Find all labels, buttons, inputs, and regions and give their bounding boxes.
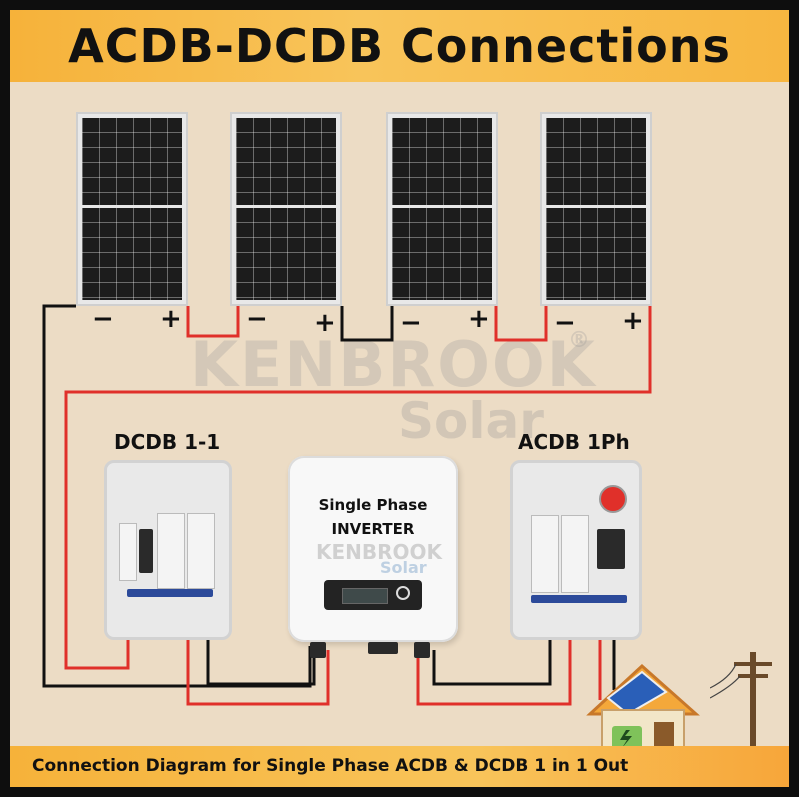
footer-caption: Connection Diagram for Single Phase ACDB… — [32, 756, 629, 776]
acdb-indicator-lamp — [599, 485, 627, 513]
wire-dcdb-out-neg — [206, 620, 316, 686]
watermark-registered: ® — [568, 328, 590, 353]
panel-4-positive: + — [622, 306, 644, 336]
dcdb-terminal-block — [139, 529, 153, 573]
inverter-button — [396, 586, 410, 600]
panel-2-positive: + — [314, 308, 336, 338]
inverter-title-line2: INVERTER — [331, 520, 415, 538]
wiring-svg — [42, 304, 652, 706]
dcdb-enclosure — [104, 460, 232, 640]
panel-cells — [236, 118, 336, 300]
wire-link-3-4 — [494, 306, 548, 342]
dcdb-mcb — [187, 513, 215, 589]
inverter-mid-connector — [368, 642, 398, 654]
wire-negative-main — [42, 304, 312, 688]
inverter-screen — [342, 588, 388, 604]
acdb-busbar — [531, 595, 627, 603]
panel-2-negative: − — [246, 304, 268, 334]
dcdb-busbar — [127, 589, 213, 597]
acdb-terminal-block — [597, 529, 625, 569]
inverter-dc-connector — [310, 642, 326, 658]
footer-bar — [10, 746, 789, 787]
acdb-enclosure — [510, 460, 642, 640]
inverter: Single Phase INVERTER KENBROOK Solar — [288, 456, 458, 658]
wire-dcdb-out-pos — [186, 620, 330, 706]
title-bar: ACDB-DCDB Connections — [10, 10, 789, 82]
panel-3-negative: − — [400, 308, 422, 338]
inverter-display — [324, 580, 422, 610]
dcdb-spd — [157, 513, 185, 589]
wire-ac-neg — [432, 620, 552, 686]
acdb-mcb — [531, 515, 559, 593]
inverter-title-line1: Single Phase — [318, 496, 428, 514]
panel-1-negative: − — [92, 304, 114, 334]
wire-positive-main — [64, 306, 652, 670]
acdb-label: ACDB 1Ph — [518, 430, 630, 454]
solar-panel-1 — [76, 112, 188, 306]
panel-cells — [392, 118, 492, 300]
inverter-brand: KENBROOK — [316, 540, 443, 564]
panel-3-positive: + — [468, 304, 490, 334]
inverter-brand-sub: Solar — [380, 558, 427, 577]
dcdb-fuse — [119, 523, 137, 581]
solar-panel-2 — [230, 112, 342, 306]
panel-4-negative: − — [554, 308, 576, 338]
solar-panel-3 — [386, 112, 498, 306]
panel-cells — [546, 118, 646, 300]
wire-link-1-2 — [186, 306, 240, 338]
page-title: ACDB-DCDB Connections — [68, 19, 731, 73]
wire-ac-pos — [416, 620, 572, 706]
inverter-ac-connector — [414, 642, 430, 658]
watermark-sub: Solar — [398, 392, 544, 450]
wire-link-2-3 — [340, 306, 394, 342]
panel-cells — [82, 118, 182, 300]
diagram-canvas: ACDB-DCDB Connections KENBROOK Solar ® — [10, 10, 789, 787]
utility-pole-icon — [710, 652, 772, 746]
acdb-spd — [561, 515, 589, 593]
solar-panel-4 — [540, 112, 652, 306]
panel-1-positive: + — [160, 304, 182, 334]
dcdb-label: DCDB 1-1 — [114, 430, 221, 454]
